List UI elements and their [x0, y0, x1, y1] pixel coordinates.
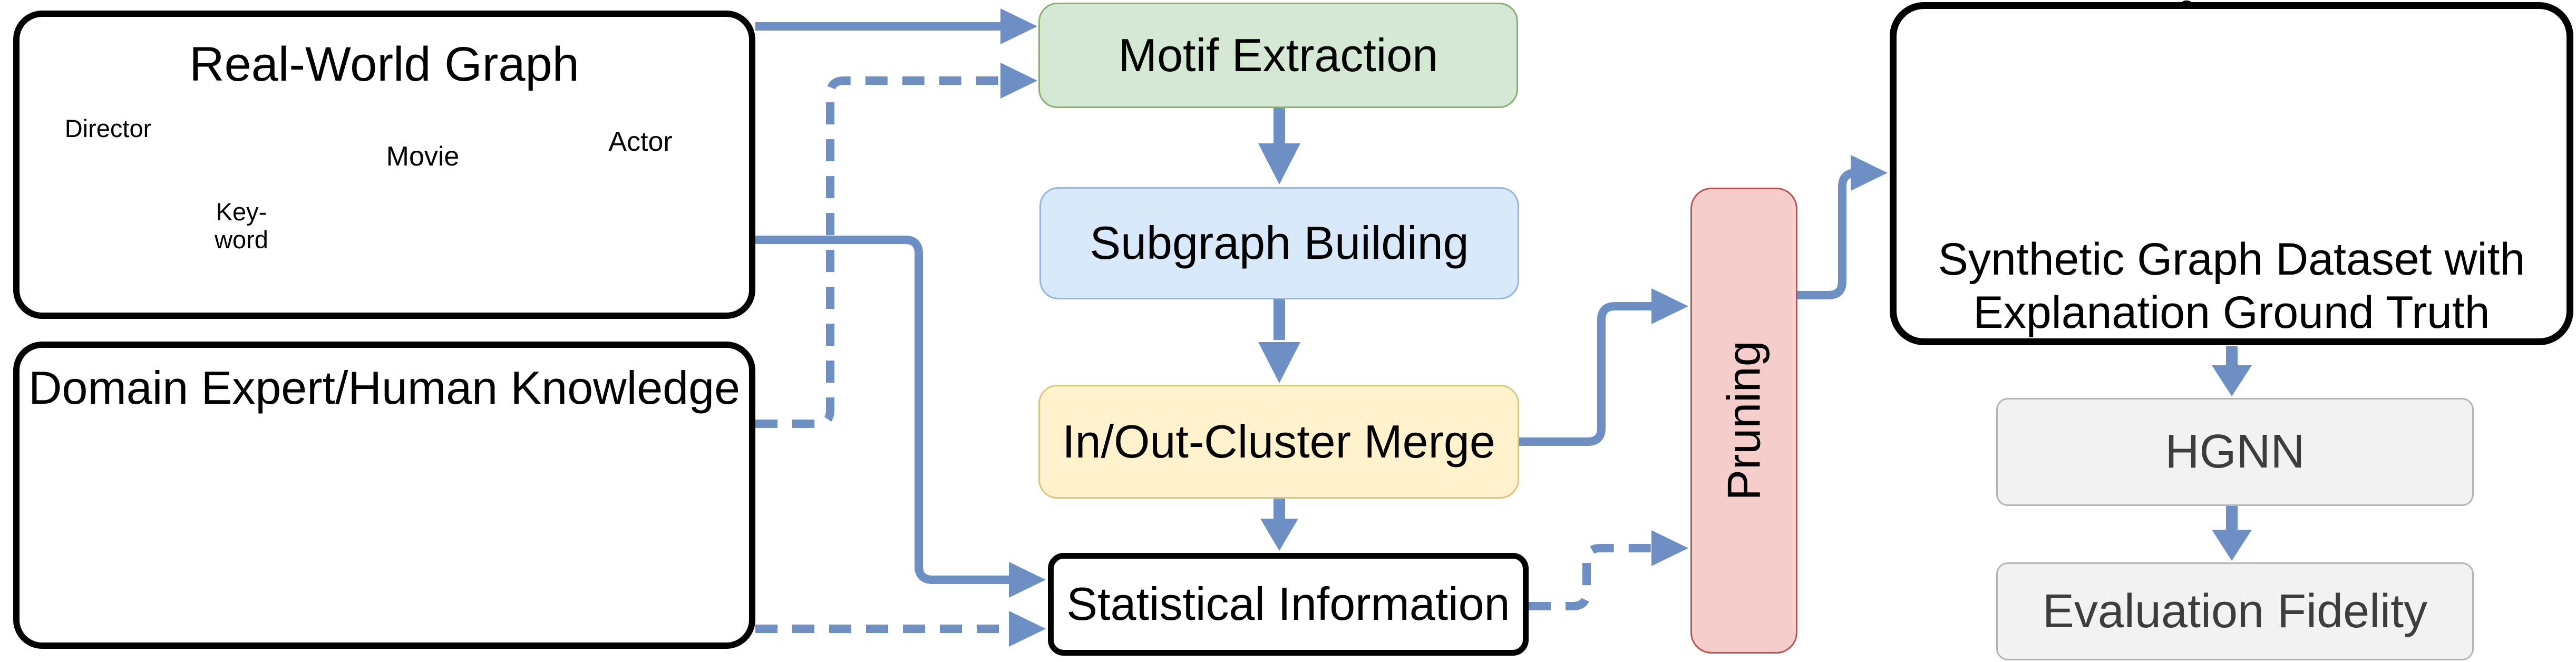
arrowhead-merge [1258, 342, 1300, 383]
movie-label: Movie [386, 141, 460, 172]
actor-label: Actor [608, 126, 673, 157]
arrowhead-stats-solid [1009, 562, 1046, 598]
cluster-merge-box: In/Out-Cluster Merge [1038, 385, 1519, 499]
subgraph-building-box: Subgraph Building [1039, 187, 1519, 299]
pruning-label: Pruning [1717, 340, 1770, 501]
arrow-stats-to-pruning [1529, 544, 1656, 610]
arrowhead-subgraph [1258, 143, 1300, 184]
keyword-label-line2: word [215, 225, 268, 254]
domain-expert-box [13, 342, 755, 649]
arrowhead-stats-flow [1260, 519, 1298, 551]
motif-extraction-box: Motif Extraction [1038, 3, 1518, 108]
keyword-label: Key- word [186, 198, 297, 254]
arrow-pruning-to-dataset [1797, 169, 1856, 299]
connector-group [755, 22, 1856, 633]
director-label: Director [64, 114, 152, 142]
statistical-information-box: Statistical Information [1048, 553, 1529, 656]
cluster-merge-label: In/Out-Cluster Merge [1062, 415, 1495, 468]
arrowhead-dataset [1851, 155, 1888, 191]
arrowhead-hgnn [2212, 365, 2252, 396]
domain-expert-title: Domain Expert/Human Knowledge [28, 362, 741, 414]
real-world-graph-box [13, 11, 755, 319]
arrowhead-eval [2212, 530, 2252, 561]
arrow-realworld-to-stats [755, 236, 1013, 584]
arrowhead-motif-dashed [1000, 63, 1037, 99]
arrow-merge-to-pruning [1519, 302, 1656, 446]
arrowheads [1000, 8, 2252, 647]
synthetic-dataset-label-line2: Explanation Ground Truth [1973, 287, 2490, 338]
synthetic-dataset-label: Synthetic Graph Dataset with Explanation… [1890, 233, 2573, 340]
arrowhead-motif-solid [1000, 8, 1037, 44]
motif-extraction-label: Motif Extraction [1118, 28, 1438, 81]
arrowhead-pruning-solid [1651, 288, 1688, 324]
evaluation-fidelity-label: Evaluation Fidelity [2042, 585, 2428, 638]
keyword-label-line1: Key- [216, 198, 267, 226]
synthetic-dataset-box [1890, 2, 2573, 345]
flow-arrow-stems [1274, 108, 2238, 531]
synthetic-dataset-label-line1: Synthetic Graph Dataset with [1938, 234, 2525, 285]
statistical-information-label: Statistical Information [1066, 578, 1510, 630]
subgraph-building-label: Subgraph Building [1090, 217, 1469, 269]
arrow-expert-to-motif [755, 76, 1005, 428]
arrowhead-stats-dashed [1009, 611, 1046, 647]
hgnn-label: HGNN [2165, 425, 2305, 478]
evaluation-fidelity-box: Evaluation Fidelity [1996, 562, 2474, 660]
real-world-graph-title: Real-World Graph [189, 37, 579, 91]
arrowhead-pruning-dashed [1651, 530, 1688, 566]
pruning-box: Pruning [1690, 188, 1797, 654]
hgnn-box: HGNN [1996, 398, 2474, 506]
